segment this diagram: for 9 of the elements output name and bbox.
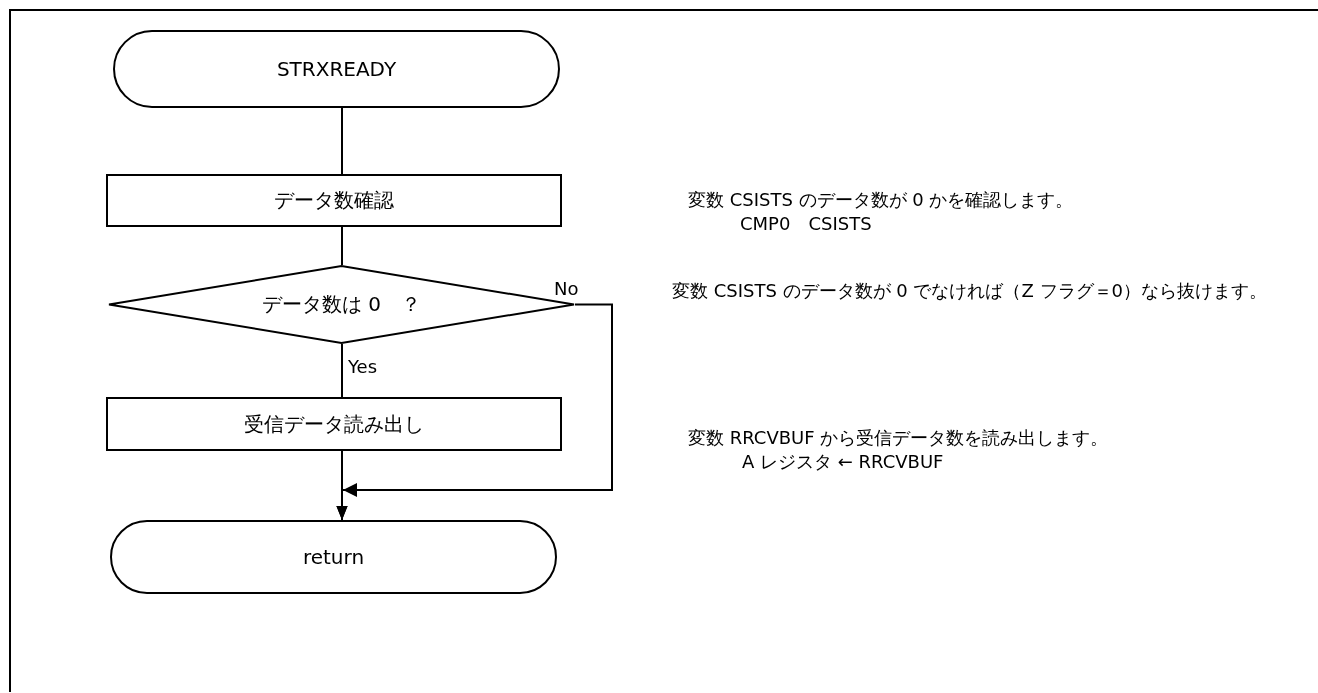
code-line: A レジスタ ← RRCVBUF — [742, 450, 944, 474]
note-text: 変数 CSISTS のデータ数が 0 かを確認します。 — [688, 188, 1074, 212]
edge-label: Yes — [348, 356, 378, 377]
process-box: 受信データ読み出し — [106, 397, 562, 451]
code-line: CMP0 CSISTS — [740, 212, 872, 236]
note-text: 変数 RRCVBUF から受信データ数を読み出します。 — [688, 426, 1109, 450]
process-box: データ数確認 — [106, 174, 562, 227]
arrow — [336, 303, 613, 521]
note-text: 変数 CSISTS のデータ数が 0 でなければ（Z フラグ＝0）なら抜けます。 — [671, 279, 1268, 303]
